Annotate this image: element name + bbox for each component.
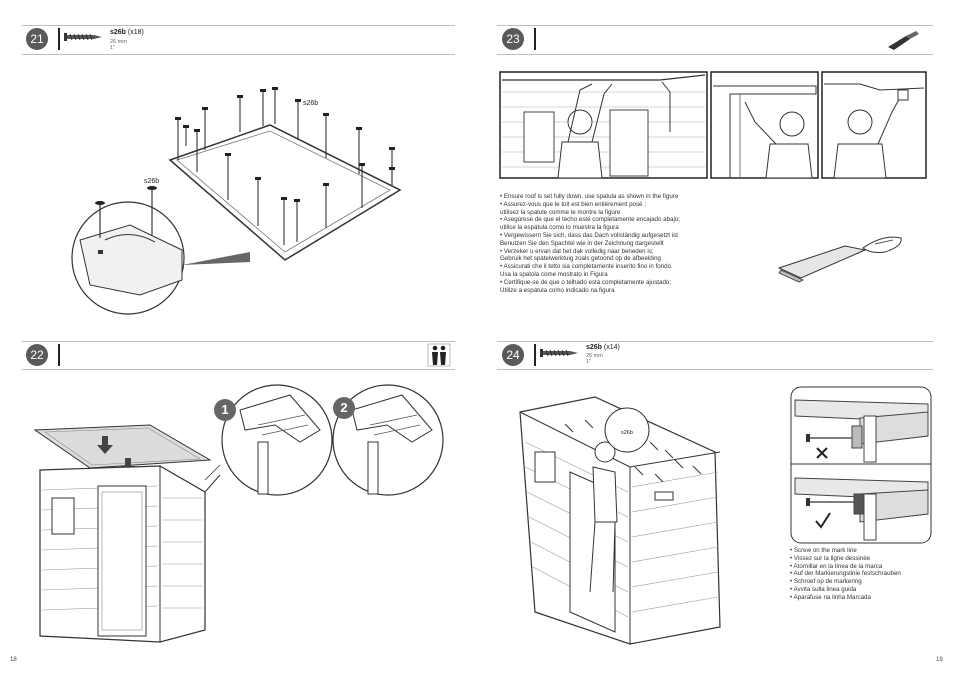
step-21-rule-top bbox=[22, 25, 455, 26]
step-24-line-3: • Atornillar en la línea de la marca bbox=[790, 562, 883, 570]
step-23-line-12: • Certifique-se de que o telhado está co… bbox=[500, 278, 672, 286]
step-24-line-2: • Vissez sur la ligne dessinée bbox=[790, 554, 871, 562]
step-21-callout-a: s26b bbox=[303, 100, 318, 107]
step-21-part-in: 1" bbox=[110, 45, 116, 51]
step-23-line-11: Usa la spatola come mostrato in Figura bbox=[500, 270, 608, 278]
step-23-rule-bottom bbox=[497, 54, 933, 55]
step-21-part-mm: 26 mm bbox=[110, 39, 127, 45]
page-number-right: 19 bbox=[936, 657, 943, 663]
step-24-line-5: • Schroef op de markering bbox=[790, 578, 862, 586]
step-23-line-13: Utilize a espátula como indicado na figu… bbox=[500, 286, 615, 294]
step-23-line-5: utilice la espátula como lo muestra la f… bbox=[500, 224, 619, 232]
step-24-part-in: 1" bbox=[586, 359, 592, 365]
step-23-spatula-illustration bbox=[777, 236, 902, 283]
step-23-rule-top bbox=[497, 25, 933, 26]
screw-icon bbox=[64, 33, 102, 41]
two-people-icon bbox=[427, 343, 451, 367]
step-23-line-4: • Asegúrese de que el techo esté complet… bbox=[500, 216, 681, 224]
step-21-callout-b: s26b bbox=[144, 178, 159, 185]
step-21-number: 21 bbox=[26, 28, 48, 50]
step-24-rule-bottom bbox=[497, 369, 933, 370]
step-24-line-7: • Aparafuse na linha Marcada bbox=[790, 593, 871, 601]
step-24-shed-illustration: s26b bbox=[519, 396, 721, 645]
step-24-instructions: • Screw on the mark line • Vissez sur la… bbox=[790, 547, 901, 602]
step-23-line-6: • Vergewissern Sie sich, dass das Dach v… bbox=[500, 231, 678, 239]
step-23-line-3: utilisez la spatule comme le montre la f… bbox=[500, 208, 621, 216]
step-23-line-10: • Assicurati che il tetto sia completame… bbox=[500, 263, 673, 271]
step-23-photo-panels bbox=[499, 71, 927, 179]
step-24-number: 24 bbox=[502, 344, 524, 366]
step-24-part-mm: 26 mm bbox=[586, 353, 603, 359]
step-22-divider bbox=[58, 344, 60, 366]
step-23-instructions: • Ensure roof is set fully down, use spa… bbox=[500, 193, 680, 294]
step-21-rule-bottom bbox=[22, 54, 455, 55]
step-24-detail-panel bbox=[790, 386, 932, 544]
screw-icon bbox=[540, 349, 578, 357]
step-23-line-9: Gebruik het spatelwerktuig zoals getoond… bbox=[500, 255, 661, 263]
step-22-number: 22 bbox=[26, 344, 48, 366]
cross-icon bbox=[816, 447, 828, 459]
step-24-rule-top bbox=[497, 341, 933, 342]
step-22-badge-1: 1 bbox=[221, 402, 228, 417]
step-21-part: s26b (x18) bbox=[110, 29, 144, 36]
step-22-rule-top bbox=[22, 341, 455, 342]
step-24-divider bbox=[534, 344, 536, 366]
step-23-number: 23 bbox=[502, 28, 524, 50]
step-23-divider bbox=[534, 28, 536, 50]
step-21-roof-illustration: s26b s26b bbox=[71, 87, 402, 315]
step-23-line-1: • Ensure roof is set fully down, use spa… bbox=[500, 193, 679, 200]
step-23-line-8: • Verzeker u ervan dat het dak volledig … bbox=[500, 247, 654, 255]
step-22-badge-2: 2 bbox=[340, 400, 347, 415]
step-22-shed-illustration: 1 2 bbox=[33, 384, 444, 643]
step-23-line-7: Benutzen Sie den Spachtel wie in der Zei… bbox=[500, 239, 664, 247]
step-24-line-1: • Screw on the mark line bbox=[790, 547, 857, 554]
step-24-callout: s26b bbox=[621, 430, 633, 436]
step-23-line-2: • Assurez-vous que le toit est bien enti… bbox=[500, 200, 646, 208]
page-number-left: 18 bbox=[10, 657, 17, 663]
step-22-rule-bottom bbox=[22, 369, 455, 370]
step-24-line-6: • Avvita sulla linea guida bbox=[790, 585, 857, 593]
check-icon bbox=[815, 512, 831, 529]
step-24-line-4: • Auf der Markierungslinie festschrauben bbox=[790, 570, 901, 578]
step-21-divider bbox=[58, 28, 60, 50]
step-24-part: s26b (x14) bbox=[586, 344, 620, 351]
spatula-icon bbox=[888, 31, 919, 50]
